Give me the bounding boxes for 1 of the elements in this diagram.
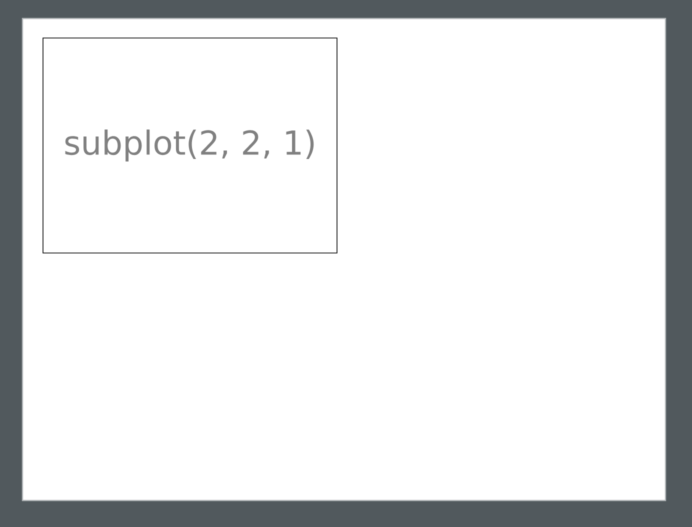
subplot-box: subplot(2, 2, 1) — [42, 38, 338, 254]
